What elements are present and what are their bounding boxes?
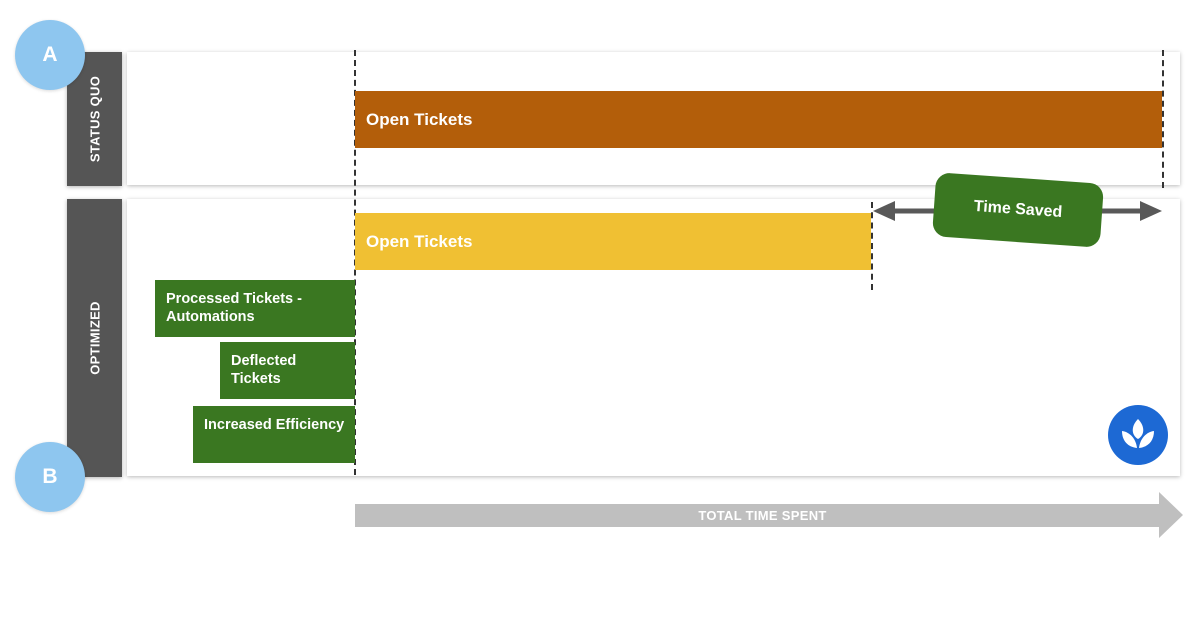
time-saved-badge: Time Saved <box>931 172 1105 248</box>
status-quo-label: STATUS QUO <box>87 75 102 163</box>
leaf-sprout-icon <box>1108 405 1168 465</box>
processed-tickets-bar: Processed Tickets - Automations <box>155 280 355 337</box>
marker-a-label: A <box>42 43 58 66</box>
total-time-label: TOTAL TIME SPENT <box>698 507 827 523</box>
increased-efficiency-bar: Increased Efficiency <box>193 406 355 463</box>
status-quo-open-tickets-label: Open Tickets <box>366 109 473 129</box>
optimized-end-guide-line <box>871 202 873 290</box>
optimized-tab: OPTIMIZED <box>67 199 122 477</box>
marker-b-label: B <box>42 465 58 488</box>
optimized-open-tickets-bar: Open Tickets <box>355 213 871 270</box>
deflected-tickets-bar: Deflected Tickets <box>220 342 355 399</box>
deflected-tickets-label: Deflected Tickets <box>231 353 297 387</box>
optimized-open-tickets-label: Open Tickets <box>366 231 473 251</box>
processed-tickets-label: Processed Tickets - Automations <box>166 291 302 325</box>
marker-a: A <box>15 20 85 90</box>
status-quo-open-tickets-bar: Open Tickets <box>355 91 1162 148</box>
optimized-label: OPTIMIZED <box>87 301 102 375</box>
time-saved-label: Time Saved <box>973 197 1063 222</box>
increased-efficiency-label: Increased Efficiency <box>204 417 345 433</box>
status-quo-end-guide-line <box>1162 50 1164 188</box>
marker-b: B <box>15 442 85 512</box>
